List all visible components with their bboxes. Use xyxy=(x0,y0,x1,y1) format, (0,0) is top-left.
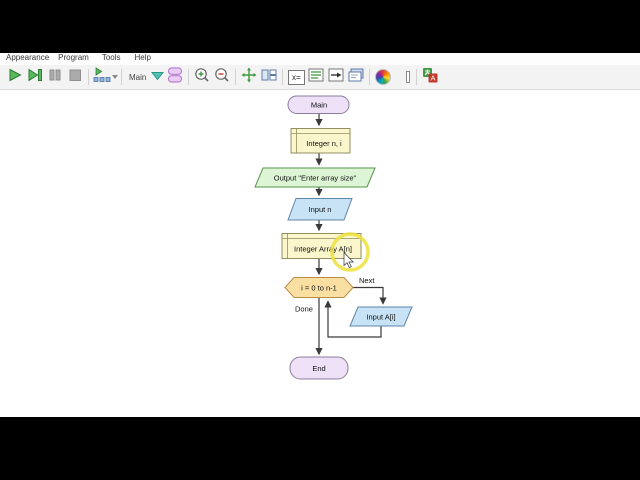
node-main[interactable]: Main xyxy=(287,95,350,114)
variables-window-button[interactable] xyxy=(165,66,185,88)
window-layout-icon xyxy=(261,67,277,88)
mouse-cursor xyxy=(343,251,355,269)
translate-icon: A xyxy=(422,67,438,88)
node-for-loop[interactable]: i = 0 to n-1 xyxy=(284,277,354,298)
window-layout-button[interactable] xyxy=(259,67,279,87)
zoom-in-icon xyxy=(194,67,210,88)
shape-colors-button[interactable] xyxy=(393,67,413,87)
play-icon xyxy=(7,67,23,88)
run-to-cursor-button[interactable] xyxy=(92,66,118,88)
toolbar-separator xyxy=(416,69,418,85)
svg-text:A: A xyxy=(431,73,436,82)
variables-icon xyxy=(167,66,183,88)
toolbar-separator xyxy=(121,69,122,85)
stop-icon xyxy=(67,67,83,88)
menu-tools[interactable]: Tools xyxy=(101,53,121,62)
menu-appearance[interactable]: Appearance xyxy=(6,53,50,62)
console-icon xyxy=(308,68,324,87)
pause-icon xyxy=(47,67,63,88)
svg-text:Integer n, i: Integer n, i xyxy=(306,139,342,148)
stop-button[interactable] xyxy=(65,67,85,87)
variable-watch-icon: x= xyxy=(287,69,305,85)
palette-icon xyxy=(396,70,411,84)
svg-text:Main: Main xyxy=(311,101,327,110)
node-input-a-i[interactable]: Input A[i] xyxy=(349,306,413,327)
function-selector-label[interactable]: Main xyxy=(129,72,147,82)
svg-text:i = 0 to n-1: i = 0 to n-1 xyxy=(301,283,337,292)
app-window: Appearance Program Tools Help Main xyxy=(0,53,640,417)
node-declare-array[interactable]: Integer Array A[n] xyxy=(281,233,362,259)
pan-arrows-icon xyxy=(241,67,257,88)
color-wheel-icon xyxy=(375,69,392,85)
node-end[interactable]: End xyxy=(289,356,349,380)
translate-button[interactable]: A xyxy=(420,67,440,87)
run-button[interactable] xyxy=(5,67,25,87)
svg-text:Input A[i]: Input A[i] xyxy=(366,312,395,321)
loop-next-label: Next xyxy=(359,276,375,285)
source-viewer-icon xyxy=(348,68,364,87)
loop-done-label: Done xyxy=(295,305,313,314)
menu-bar: Appearance Program Tools Help xyxy=(0,53,640,65)
node-declare-n-i[interactable]: Integer n, i xyxy=(290,128,351,154)
zoom-out-button[interactable] xyxy=(212,67,232,87)
dropdown-caret-icon xyxy=(111,75,118,79)
svg-text:End: End xyxy=(312,364,325,373)
svg-text:Output "Enter array size": Output "Enter array size" xyxy=(274,173,357,182)
flowchart: Next Done Main Integer n, i Output "Ente… xyxy=(254,95,413,380)
flowchart-canvas[interactable]: Next Done Main Integer n, i Output "Ente… xyxy=(0,90,640,417)
function-selector-dropdown[interactable] xyxy=(149,67,165,87)
toolbar-separator xyxy=(235,69,237,85)
edge-loop-next-branch[interactable] xyxy=(353,286,387,305)
svg-text:Integer Array A[n]: Integer Array A[n] xyxy=(294,244,352,253)
chevron-down-icon xyxy=(150,68,164,86)
goto-icon xyxy=(328,68,344,87)
menu-help[interactable]: Help xyxy=(134,53,151,62)
chart-colors-button[interactable] xyxy=(373,67,393,87)
edge-loop-return[interactable] xyxy=(324,300,382,338)
toolbar-separator xyxy=(282,69,284,85)
fit-to-window-button[interactable] xyxy=(239,67,259,87)
toolbar-separator xyxy=(188,69,190,85)
console-window-button[interactable] xyxy=(306,67,326,87)
toolbar: Main x= xyxy=(0,65,640,90)
zoom-in-button[interactable] xyxy=(192,67,212,87)
svg-text:Input n: Input n xyxy=(309,205,332,214)
node-output-prompt[interactable]: Output "Enter array size" xyxy=(254,167,376,188)
goto-button[interactable] xyxy=(326,67,346,87)
toolbar-separator xyxy=(88,69,89,85)
zoom-out-icon xyxy=(214,67,230,88)
step-forward-icon xyxy=(27,67,43,88)
variable-watch-button[interactable]: x= xyxy=(286,67,306,87)
run-to-cursor-icon xyxy=(93,66,111,88)
pause-button[interactable] xyxy=(45,67,65,87)
source-viewer-button[interactable] xyxy=(346,67,366,87)
node-input-n[interactable]: Input n xyxy=(287,198,353,221)
click-highlight-circle xyxy=(330,232,370,272)
menu-program[interactable]: Program xyxy=(58,53,89,62)
toolbar-separator xyxy=(369,69,371,85)
step-button[interactable] xyxy=(25,67,45,87)
